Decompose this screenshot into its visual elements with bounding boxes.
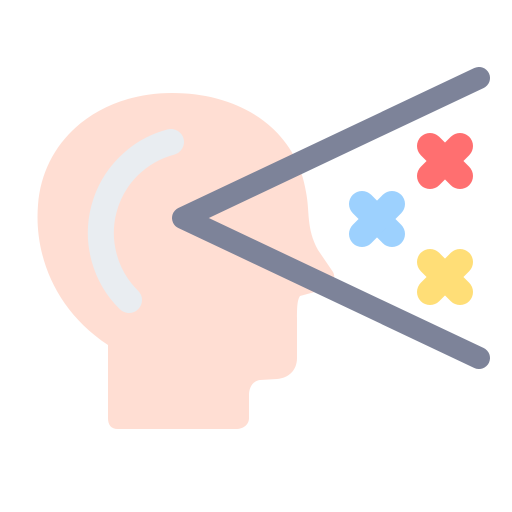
blue-cross-mark-icon (349, 191, 405, 247)
red-cross-mark-icon (417, 133, 473, 189)
ear-arc (87, 129, 184, 313)
vision-angle-lines (172, 67, 490, 369)
yellow-cross-mark-icon (417, 249, 473, 305)
